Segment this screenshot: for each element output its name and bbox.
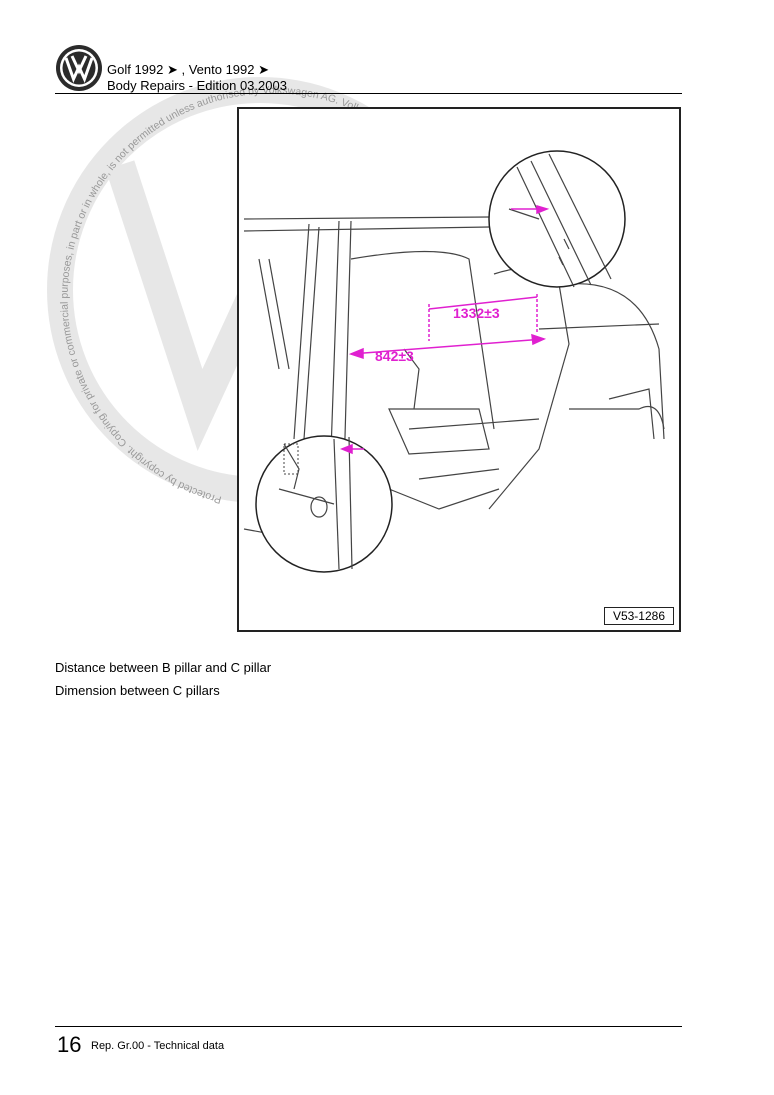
header-model-line: Golf 1992 ➤ , Vento 1992 ➤ [107,62,270,77]
dimension-c-pillars-label: 1332±3 [453,305,500,321]
header-divider [55,93,682,94]
footer-section-label: Rep. Gr.00 - Technical data [91,1040,225,1052]
dimension-b-to-c-label: 842±3 [375,348,414,364]
car-body-drawing: 1332±3 842±3 [243,150,665,573]
detail-circle-top [488,150,626,288]
figure-id-label: V53-1286 [603,607,674,625]
page-number: 16 [57,1032,82,1057]
detail-circle-bottom [255,435,393,573]
body-dimensions-figure: 1332±3 842±3 V53-1286 [237,107,681,632]
header-edition-line: Body Repairs - Edition 03.2003 [107,78,287,93]
description-b-to-c-pillar: Distance between B pillar and C pillar [55,660,272,675]
description-c-pillars: Dimension between C pillars [55,683,220,698]
footer-divider [55,1026,682,1027]
dimension-lines [339,204,550,455]
volkswagen-logo-icon [56,45,102,91]
